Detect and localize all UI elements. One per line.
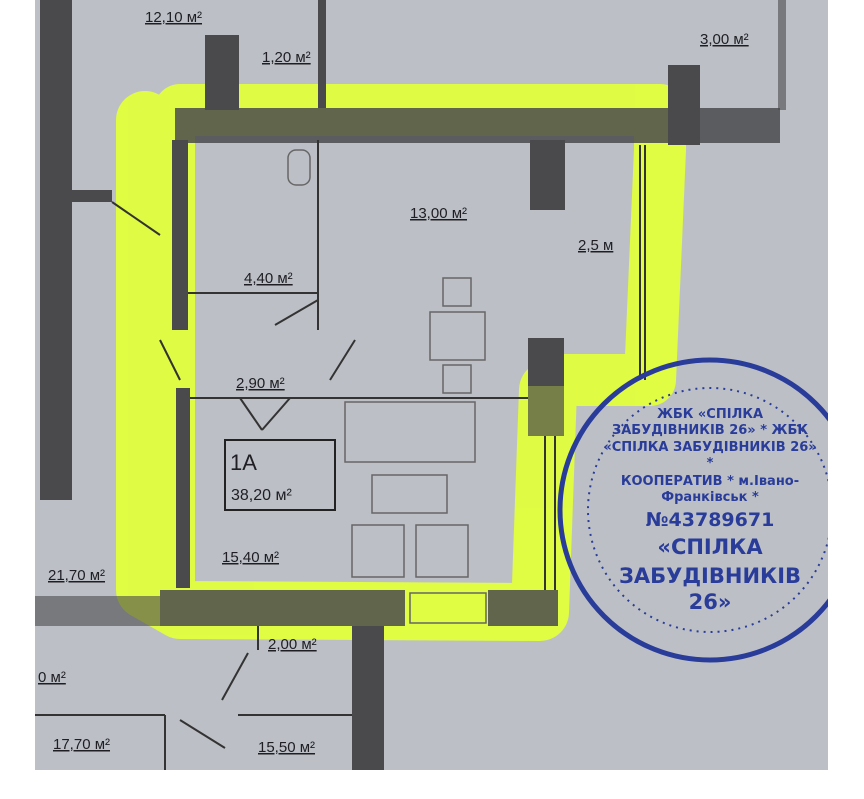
stamp-center-line-1: «СПІЛКА (657, 535, 763, 560)
room-area-label: 3,00 м² (700, 31, 749, 48)
room-area-label: 1,20 м² (262, 49, 311, 66)
room-area-label: 15,40 м² (222, 549, 279, 566)
apartment-number: 1А (230, 450, 257, 475)
room-area-label: 2,90 м² (236, 375, 285, 392)
stamp-center-line-2: ЗАБУДІВНИКІВ 26» (618, 563, 802, 614)
stamp-outer-text: ЖБК «СПІЛКА ЗАБУДІВНИКІВ 26» * ЖБК «СПІЛ… (603, 407, 817, 471)
cooperative-stamp: ЖБК «СПІЛКА ЗАБУДІВНИКІВ 26» * ЖБК «СПІЛ… (603, 405, 817, 617)
room-area-label: 21,70 м² (48, 567, 105, 584)
room-area-label: 12,10 м² (145, 9, 202, 26)
dimension-label: 2,5 м (578, 237, 613, 254)
room-area-label: 0 м² (38, 669, 66, 686)
room-area-label: 2,00 м² (268, 636, 317, 653)
room-area-label: 15,50 м² (258, 739, 315, 756)
room-area-label: 4,40 м² (244, 270, 293, 287)
apartment-label-box (224, 439, 336, 511)
room-area-label: 13,00 м² (410, 205, 467, 222)
stamp-code: №43789671 (645, 508, 775, 531)
stamp-inner-text: КООПЕРАТИВ * м.Івано-Франківськ * (620, 474, 800, 506)
apartment-total-area: 38,20 м² (231, 487, 292, 504)
furniture (287, 149, 487, 624)
walls (35, 0, 786, 799)
room-area-label: 17,70 м² (53, 736, 110, 753)
partition-lines (35, 140, 646, 799)
